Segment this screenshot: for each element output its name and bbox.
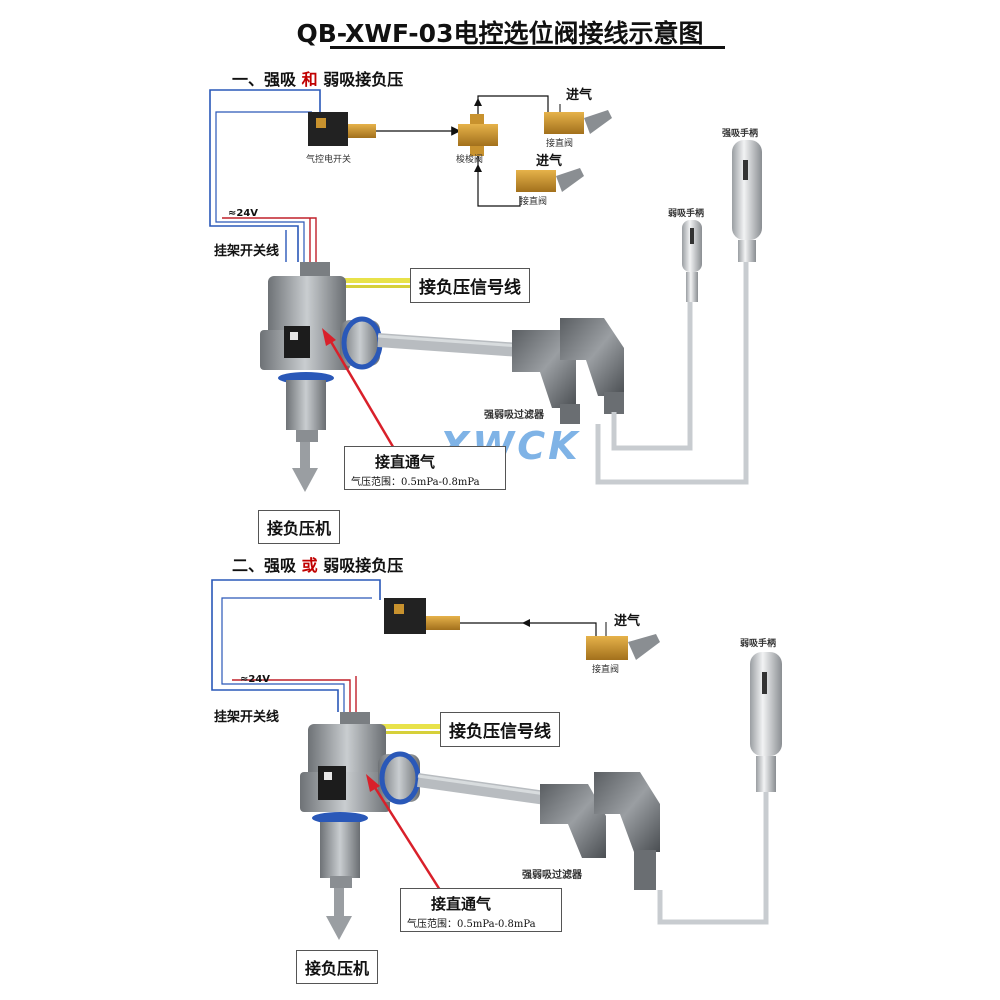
inlet-top-label: 进气: [566, 88, 593, 103]
strong-handle-label: 强吸手柄: [722, 129, 759, 139]
air-supply-box-2: 接直通气 气压范围：0.5mPa-0.8mPa: [400, 888, 562, 932]
inlet-bottom-label: 进气: [536, 154, 563, 169]
voltage-label-2: ≈24V: [240, 674, 271, 685]
section1-heading-conj: 和: [301, 70, 318, 89]
air-range-label-2: 气压范围：0.5mPa-0.8mPa: [407, 919, 536, 930]
air-range-label: 气压范围：0.5mPa-0.8mPa: [351, 477, 480, 488]
section2-heading: 二、强吸 或 弱吸接负压: [232, 552, 403, 576]
hanger-switch-label: 挂架开关线: [214, 244, 280, 259]
air-supply-box: 接直通气 气压范围：0.5mPa-0.8mPa: [344, 446, 506, 490]
section1-heading-prefix: 一、强吸: [232, 70, 297, 89]
filter-label: 强弱吸过滤器: [484, 410, 544, 421]
strong-handle-section1: [732, 140, 762, 262]
section2-heading-suffix: 弱吸接负压: [323, 556, 404, 575]
signal-line-label-2: 接负压信号线: [440, 712, 560, 747]
page-title: QB-XWF-03电控选位阀接线示意图: [296, 19, 704, 48]
solenoid-caption: 气控电开关: [306, 155, 352, 165]
section1-heading-suffix: 弱吸接负压: [323, 70, 404, 89]
manual-valve-bottom: [516, 168, 584, 192]
section1-graphics: [209, 89, 762, 492]
weak-handle-section2: [750, 652, 782, 792]
weak-handle-label: 弱吸手柄: [668, 209, 705, 219]
section2-heading-conj: 或: [301, 556, 318, 575]
air-supply-label-2: 接直通气: [431, 895, 492, 913]
valve-caption-top: 接直阀: [546, 139, 574, 149]
vacuum-label: 接负压机: [258, 510, 341, 544]
shuttle-caption: 梭梭阀: [456, 155, 484, 165]
section2-heading-prefix: 二、强吸: [232, 556, 297, 575]
weak-handle-section1: [682, 220, 702, 302]
voltage-label: ≈24V: [228, 208, 259, 219]
valve-caption-bottom: 接直阀: [520, 197, 548, 207]
filter-label-2: 强弱吸过滤器: [522, 870, 582, 881]
section1-heading: 一、强吸 和 弱吸接负压: [232, 66, 403, 90]
weak-handle-label-2: 弱吸手柄: [740, 639, 777, 649]
filter-section2: [540, 772, 660, 890]
valve-caption-2: 接直阀: [592, 665, 620, 675]
solenoid-valve: [308, 112, 461, 146]
manual-valve-2: [586, 622, 660, 660]
filter-section1: [512, 318, 624, 424]
manual-valve-top: [544, 104, 612, 134]
vacuum-label-2: 接负压机: [296, 950, 379, 984]
shuttle-valve: [458, 95, 549, 207]
solenoid-valve-2: [384, 598, 597, 636]
hanger-switch-label-2: 挂架开关线: [214, 710, 280, 725]
air-supply-label: 接直通气: [375, 453, 436, 471]
title-underline: [330, 46, 725, 49]
inlet-label-2: 进气: [614, 614, 641, 629]
section2-graphics: [211, 579, 782, 940]
selector-valve-body-2: [300, 712, 421, 940]
signal-line-label: 接负压信号线: [410, 268, 530, 303]
